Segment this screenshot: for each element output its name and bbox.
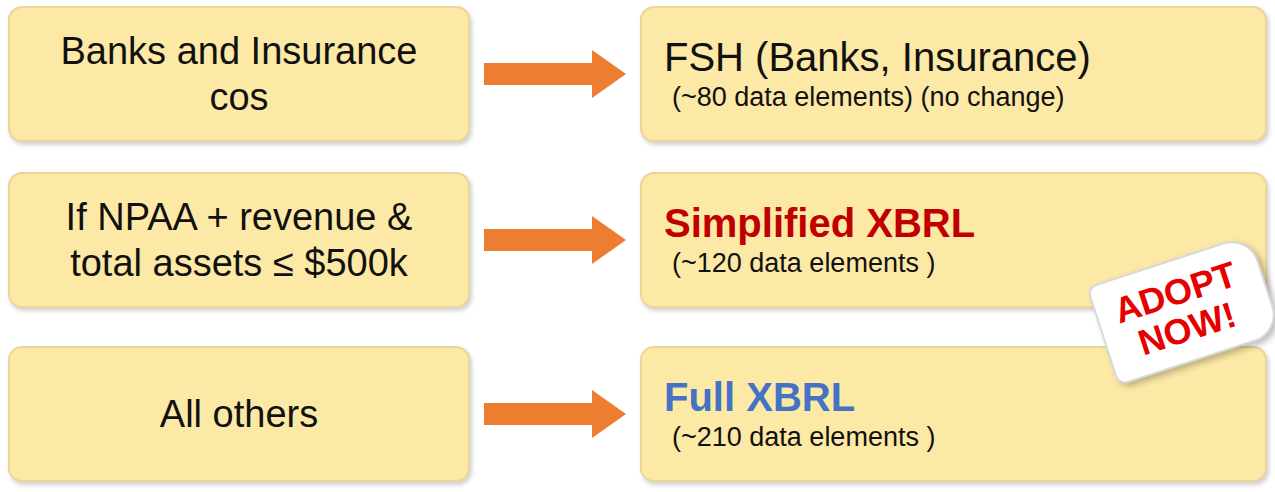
category-box: All others	[8, 346, 470, 482]
block-arrow	[484, 390, 626, 438]
box-detail: (~80 data elements) (no change)	[664, 81, 1065, 115]
box-detail: (~210 data elements )	[664, 421, 935, 455]
box-title: All others	[160, 391, 318, 437]
box-title: Full XBRL	[664, 373, 855, 421]
category-box: Banks and Insurance cos	[8, 6, 470, 142]
block-arrow	[484, 216, 626, 264]
box-title: Banks and Insurance cos	[28, 28, 450, 121]
category-box: If NPAA + revenue & total assets ≤ $500k	[8, 172, 470, 308]
box-title: If NPAA + revenue & total assets ≤ $500k	[28, 194, 450, 287]
format-box: FSH (Banks, Insurance)(~80 data elements…	[640, 6, 1267, 142]
box-title: FSH (Banks, Insurance)	[664, 33, 1091, 81]
block-arrow	[484, 50, 626, 98]
box-title: Simplified XBRL	[664, 199, 975, 247]
box-detail: (~120 data elements )	[664, 247, 935, 281]
